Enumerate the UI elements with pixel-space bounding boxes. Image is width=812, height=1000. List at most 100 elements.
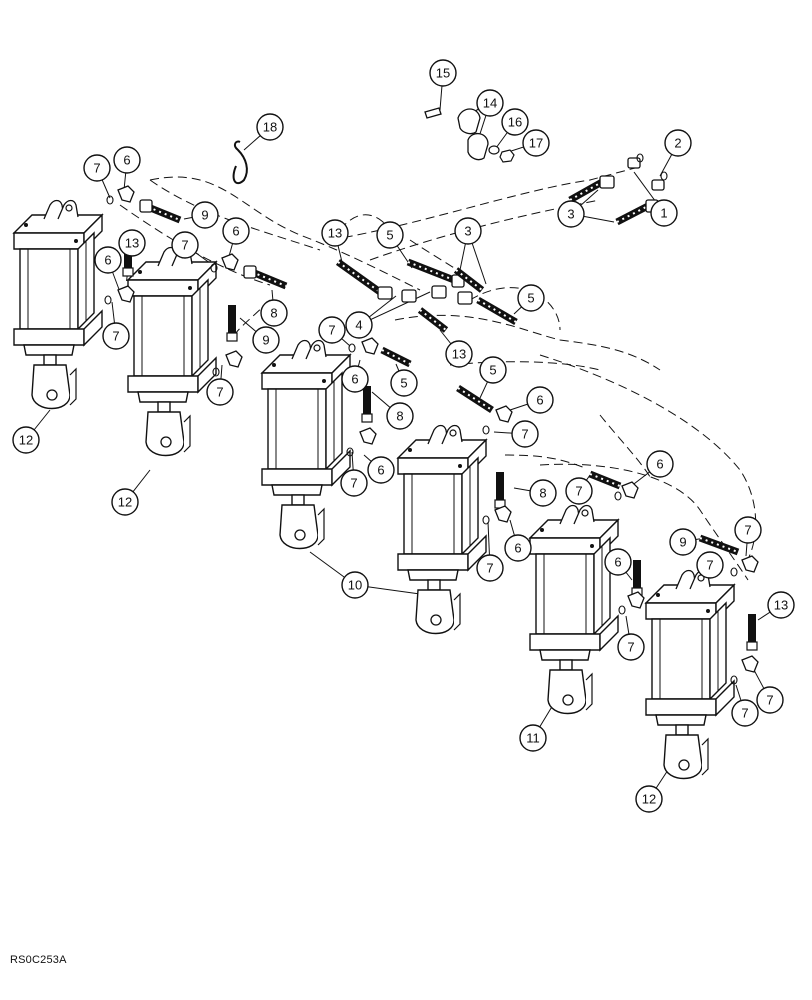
o-ring	[660, 171, 668, 181]
adapter-hex	[361, 413, 373, 423]
hose-3	[453, 267, 485, 293]
callout-circle	[111, 488, 139, 516]
callout-number: 7	[766, 693, 773, 708]
cylinder-bottom-side	[467, 534, 487, 572]
hose-route-6	[394, 314, 661, 371]
top-clevis-ear	[675, 569, 697, 590]
callout-number: 6	[656, 457, 663, 472]
hose-3-texture	[569, 181, 603, 201]
callout-number: 13	[328, 226, 342, 241]
callout-number: 6	[536, 393, 543, 408]
bolt-head	[540, 528, 544, 532]
o-ring	[210, 263, 218, 273]
top-clevis-ear	[43, 199, 65, 220]
callout-6: 6	[113, 146, 141, 174]
cylinder-barrel	[651, 618, 711, 700]
callout-7: 7	[696, 551, 724, 579]
cylinder-5	[528, 504, 620, 715]
callout-circle	[501, 108, 529, 136]
callout-10: 10	[341, 571, 369, 599]
callout-circle	[454, 217, 482, 245]
straight-adapter	[228, 305, 236, 333]
callout-circle	[669, 528, 697, 556]
bolt-head	[74, 239, 78, 243]
callout-18: 18	[256, 113, 284, 141]
bolt-head	[656, 593, 660, 597]
callout-circle	[386, 402, 414, 430]
callout-circle	[206, 378, 234, 406]
callout-5: 5	[376, 221, 404, 249]
straight-adapter	[496, 472, 504, 500]
callout-2: 2	[664, 129, 692, 157]
callout-number: 15	[436, 66, 450, 81]
hose-9	[146, 203, 182, 224]
callout-circle	[318, 316, 346, 344]
gland	[655, 714, 707, 726]
straight-adapter	[363, 386, 371, 414]
callout-13: 13	[118, 229, 146, 257]
callout-4: 4	[345, 311, 373, 339]
gland	[539, 649, 591, 661]
callout-circle	[222, 217, 250, 245]
clevis-pin-hole	[562, 694, 574, 706]
cylinder-bottom-side	[197, 356, 217, 394]
elbow-fitting	[361, 337, 379, 355]
callout-number: 7	[744, 523, 751, 538]
hose-route-14	[599, 414, 653, 481]
callout-circle	[260, 299, 288, 327]
rod-clevis-side	[69, 367, 77, 406]
clevis-pin-hole	[46, 389, 58, 401]
piston-rod	[675, 724, 689, 736]
hose-route-12	[504, 454, 586, 469]
callout-number: 2	[674, 136, 681, 151]
rod-clevis-side	[183, 414, 191, 453]
elbow-fitting	[221, 253, 239, 271]
o-ring	[104, 295, 112, 305]
hose-route-1	[149, 176, 421, 291]
callout-7: 7	[476, 554, 504, 582]
callout-number: 1	[660, 206, 667, 221]
callout-number: 6	[514, 541, 521, 556]
callout-17: 17	[522, 129, 550, 157]
callout-number: 8	[396, 409, 403, 424]
callout-circle	[345, 311, 373, 339]
o-ring	[614, 491, 622, 501]
callout-circle	[252, 326, 280, 354]
o-ring	[106, 195, 114, 205]
callout-number: 7	[706, 558, 713, 573]
callout-5: 5	[390, 369, 418, 397]
rod-clevis-side	[317, 507, 325, 546]
callout-12: 12	[635, 785, 663, 813]
straight-adapter	[651, 179, 665, 191]
callout-number: 10	[348, 578, 362, 593]
elbow-fitting	[741, 655, 759, 673]
clevis-pin-hole	[313, 344, 321, 352]
bolt-head	[458, 464, 462, 468]
callout-number: 7	[741, 706, 748, 721]
callout-14: 14	[476, 89, 504, 117]
bolt-head	[272, 363, 276, 367]
elbow-fitting	[225, 350, 243, 368]
straight-adapter	[748, 614, 756, 642]
callout-number: 14	[483, 96, 497, 111]
hose-13-texture	[337, 261, 381, 293]
callout-number: 5	[527, 291, 534, 306]
callout-circle	[617, 633, 645, 661]
elbow-fitting	[117, 185, 135, 203]
rod-clevis-side	[701, 737, 709, 776]
clevis-pin-hole	[160, 436, 172, 448]
callout-6: 6	[94, 246, 122, 274]
bolt-head	[138, 270, 142, 274]
callout-circle	[604, 548, 632, 576]
cylinder-bottom-side	[331, 449, 351, 487]
callout-number: 7	[575, 484, 582, 499]
callout-circle	[734, 516, 762, 544]
cylinder-3	[260, 339, 352, 550]
cylinder-bottom-block	[127, 375, 199, 393]
bolt-head	[590, 544, 594, 548]
cylinder-top-block	[13, 232, 85, 250]
rod-clevis	[279, 504, 319, 550]
callout-circle	[256, 113, 284, 141]
callout-7: 7	[318, 316, 346, 344]
